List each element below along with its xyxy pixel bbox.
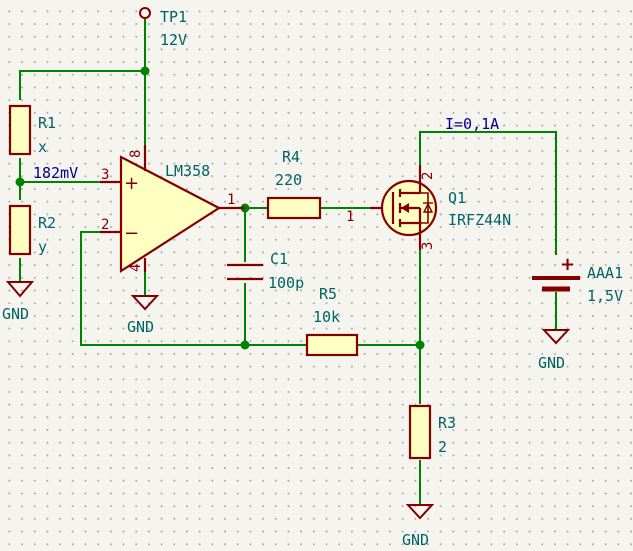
- r5-ref: R5: [319, 285, 337, 303]
- aaa1-value: 1,5V: [587, 287, 623, 305]
- opamp-icon: [119, 155, 222, 274]
- r2-ref: R2: [38, 214, 56, 232]
- pin-number-minus: 2: [101, 217, 109, 233]
- r5-value: 10k: [313, 308, 340, 326]
- pin-number-source: 3: [420, 242, 436, 250]
- gnd-label: GND: [402, 531, 429, 549]
- ground-icon: [405, 504, 435, 520]
- pin-number-vcc: 8: [128, 150, 144, 158]
- q1-ref: Q1: [448, 189, 466, 207]
- resistor-r5[interactable]: R5 10k: [305, 285, 359, 357]
- gnd-label: GND: [127, 318, 154, 336]
- opamp-plus-sign: +: [124, 173, 139, 194]
- junction-vcc: [140, 66, 150, 76]
- junction-divider: [15, 177, 25, 187]
- opamp-lm358[interactable]: + − 3 2 1 8 4 LM358: [100, 145, 245, 274]
- pin-number-drain: 2: [420, 172, 436, 180]
- gnd-symbol-battery: GND: [538, 329, 571, 372]
- battery-aaa1[interactable]: + AAA1 1,5V: [532, 254, 623, 305]
- test-point-icon: [139, 7, 151, 19]
- gnd-label: GND: [538, 354, 565, 372]
- wire-minus-feedback: [80, 231, 245, 346]
- c1-value: 100p: [268, 274, 304, 292]
- diode-triangle: [422, 202, 434, 213]
- junction-source: [415, 340, 425, 350]
- r4-value: 220: [275, 171, 302, 189]
- resistor-r1[interactable]: R1 x: [8, 104, 56, 156]
- net-label-current: I=0,1A: [445, 115, 499, 133]
- ground-icon: [130, 295, 160, 311]
- battery-plus-sign: +: [560, 254, 575, 275]
- resistor-r3[interactable]: R3 2: [408, 404, 456, 460]
- resistor-r4[interactable]: R4 220: [266, 148, 322, 220]
- r1-ref: R1: [38, 114, 56, 132]
- tp1-value: 12V: [160, 31, 187, 49]
- resistor-icon: [408, 404, 432, 460]
- body-diode: [420, 192, 429, 224]
- r2-value: y: [38, 238, 47, 256]
- gnd-label: GND: [2, 305, 29, 323]
- opamp-ref: LM358: [165, 162, 210, 180]
- pin-number-plus: 3: [101, 167, 109, 183]
- r1-value: x: [38, 138, 47, 156]
- pin-number-gate: 1: [346, 209, 354, 225]
- test-point-tp1[interactable]: TP1 12V: [139, 7, 187, 49]
- net-label-divider: 182mV: [33, 164, 78, 182]
- junctions: [15, 66, 425, 350]
- capacitor-c1[interactable]: C1 100p: [227, 250, 304, 292]
- aaa1-ref: AAA1: [587, 264, 623, 282]
- ground-icon: [541, 329, 571, 345]
- resistor-r2[interactable]: R2 y: [8, 204, 56, 256]
- gnd-symbol-r3: GND: [402, 504, 435, 549]
- wire-drain-battery: [419, 131, 557, 255]
- body-arrow: [401, 203, 409, 213]
- q1-value: IRFZ44N: [448, 211, 511, 229]
- r3-value: 2: [438, 438, 447, 456]
- c1-ref: C1: [270, 250, 288, 268]
- wire-vcc-r1: [19, 70, 145, 100]
- resistor-icon: [8, 104, 32, 156]
- junction-feedback: [240, 340, 250, 350]
- resistor-icon: [266, 196, 322, 220]
- tp1-ref: TP1: [160, 8, 187, 26]
- opamp-minus-sign: −: [124, 223, 139, 244]
- r4-ref: R4: [282, 148, 300, 166]
- gnd-symbol-opamp: GND: [127, 295, 160, 336]
- gnd-symbol-r2: GND: [2, 281, 35, 323]
- ground-icon: [5, 281, 35, 298]
- pin-number-gnd: 4: [128, 264, 144, 272]
- resistor-icon: [305, 333, 359, 357]
- pin-number-out: 1: [227, 192, 235, 208]
- r3-ref: R3: [438, 414, 456, 432]
- mosfet-q1[interactable]: 1 2 3 Q1 IRFZ44N: [346, 165, 511, 250]
- resistor-icon: [8, 204, 32, 256]
